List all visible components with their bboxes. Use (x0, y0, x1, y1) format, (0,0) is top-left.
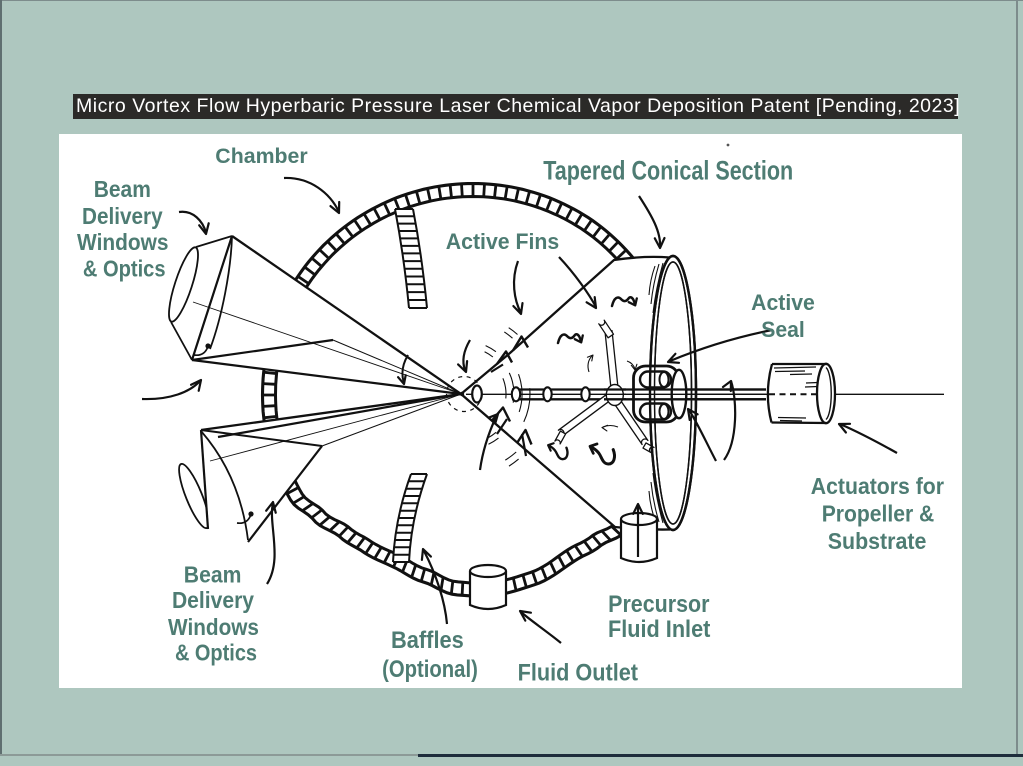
svg-text:Seal: Seal (761, 317, 805, 342)
svg-text:Fluid Inlet: Fluid Inlet (608, 616, 710, 643)
svg-text:Windows: Windows (77, 229, 169, 255)
svg-text:Propeller &: Propeller & (822, 500, 935, 526)
svg-text:Delivery: Delivery (172, 587, 254, 613)
svg-text:Beam: Beam (184, 561, 242, 587)
svg-text:Active: Active (751, 290, 815, 315)
svg-text:Substrate: Substrate (828, 528, 927, 554)
svg-text:Fluid Outlet: Fluid Outlet (518, 660, 638, 687)
svg-text:Delivery: Delivery (82, 203, 163, 229)
svg-text:Tapered Conical Section: Tapered Conical Section (543, 156, 793, 186)
svg-text:Actuators for: Actuators for (811, 473, 944, 499)
svg-text:Windows: Windows (168, 614, 259, 640)
svg-text:Precursor: Precursor (608, 591, 710, 618)
svg-text:& Optics: & Optics (83, 256, 166, 282)
svg-text:Baffles: Baffles (391, 627, 464, 654)
svg-text:(Optional): (Optional) (382, 656, 478, 683)
svg-text:Active Fins: Active Fins (446, 229, 560, 254)
svg-text:Chamber: Chamber (215, 144, 308, 168)
svg-text:& Optics: & Optics (175, 640, 257, 666)
svg-text:Beam: Beam (94, 176, 151, 202)
